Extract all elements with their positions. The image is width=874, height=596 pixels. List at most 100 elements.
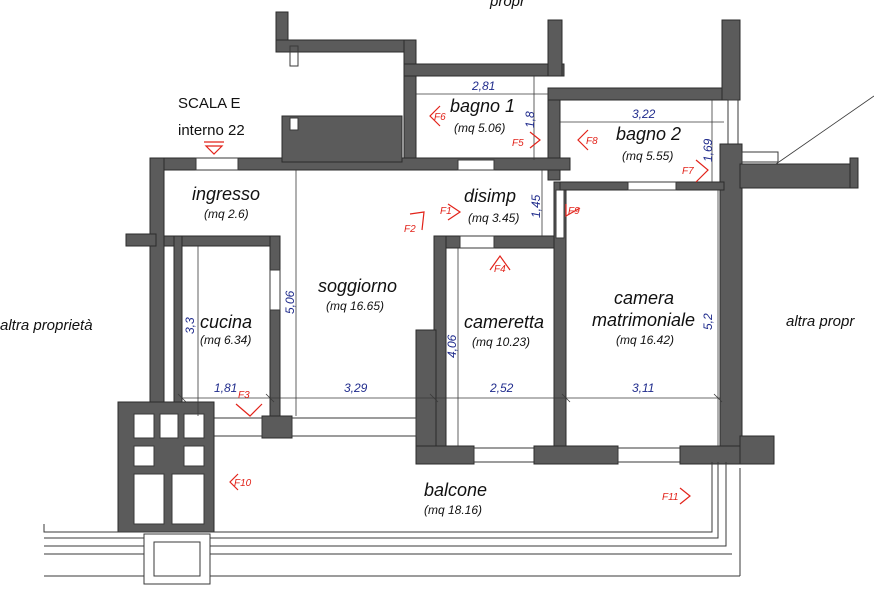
upper-walls: [275, 11, 859, 465]
bagno1-door: [457, 159, 495, 171]
photo-label-f1: F1: [440, 206, 452, 217]
balcony-column-inner: [153, 541, 201, 577]
photo-marker-f1: F1: [440, 203, 462, 221]
camera-window: [617, 447, 681, 463]
room-cameretta-area: (mq 10.23): [472, 335, 530, 349]
facade-segment-2: [533, 445, 619, 465]
soggiorno-window: [291, 417, 417, 437]
room-cucina-area: (mq 6.34): [200, 333, 251, 347]
bagno2-wall-top: [547, 87, 739, 101]
cucina-wall-left: [173, 235, 183, 417]
flue-1: [133, 413, 155, 439]
photo-label-f10: F10: [234, 478, 252, 489]
room-bagno1-name: bagno 1: [450, 96, 515, 116]
unit-number: interno 22: [178, 122, 245, 139]
bagno2-window: [727, 99, 739, 145]
dimension-lines: [177, 76, 724, 446]
staircase-name: SCALA E: [178, 95, 241, 112]
flue-2: [159, 413, 179, 439]
room-cucina-name: cucina: [200, 312, 252, 332]
dim-disimp-depth: 1,45: [529, 194, 543, 218]
dim-bagno2-width: 3,22: [632, 107, 656, 121]
room-disimp-area: (mq 3.45): [468, 211, 519, 225]
dim-cameretta-width: 2,52: [489, 381, 514, 395]
outer-wall-right: [719, 143, 743, 465]
entrance-door: [195, 157, 239, 171]
photo-label-f6: F6: [434, 112, 446, 123]
dim-bagno1-depth: 1,8: [523, 111, 537, 128]
room-ingresso-area: (mq 2.6): [204, 207, 249, 221]
facade-pillar-0: [261, 415, 293, 439]
room-camera-area: (mq 16.42): [616, 333, 674, 347]
tick: [265, 393, 275, 403]
photo-label-f4: F4: [494, 264, 506, 275]
landing-post: [289, 117, 299, 131]
room-cameretta-name: cameretta: [464, 312, 544, 332]
tick: [561, 393, 571, 403]
balcony-railing: [43, 462, 741, 585]
dim-cucina-depth: 3,3: [183, 317, 197, 334]
tick: [177, 393, 187, 403]
neighbor-left: altra proprietà: [0, 317, 93, 334]
west-stub: [125, 233, 157, 247]
room-bagno2-area: (mq 5.55): [622, 149, 673, 163]
room-soggiorno-name: soggiorno: [318, 276, 397, 296]
stair-landing-block: [281, 115, 403, 163]
photo-label-f9: F9: [568, 206, 580, 217]
facade-segment-1: [415, 445, 475, 465]
bagno1-wall-left: [403, 39, 417, 171]
room-bagno2-name: bagno 2: [616, 124, 681, 144]
flue-7: [171, 473, 205, 525]
photo-marker-f7: F7: [682, 159, 709, 183]
room-camera-name-line2: matrimoniale: [592, 310, 695, 330]
facade-right-end: [739, 435, 775, 465]
tick: [713, 393, 723, 403]
rail-1: [43, 462, 713, 533]
facade-segment-3: [679, 445, 741, 465]
dim-cameretta-depth: 4,06: [445, 334, 459, 358]
neighbor-right: altra propr: [786, 313, 855, 330]
dim-camera-depth: 5,2: [701, 313, 715, 330]
photo-label-f8: F8: [586, 136, 598, 147]
photo-label-f5: F5: [512, 138, 524, 149]
room-disimp-name: disimp: [464, 186, 516, 206]
bagno2-door: [627, 181, 677, 191]
photo-marker-f3: F3: [235, 390, 263, 417]
flue-3: [183, 413, 205, 439]
room-bagno1-area: (mq 5.06): [454, 121, 505, 135]
room-camera-name-line1: camera: [614, 288, 674, 308]
photo-label-f3: F3: [238, 390, 250, 401]
room-soggiorno-area: (mq 16.65): [326, 299, 384, 313]
room-balcone-area: (mq 18.16): [424, 503, 482, 517]
room-balcone-name: balcone: [424, 480, 487, 500]
right-stub-end: [849, 157, 859, 189]
right-stub-wall: [739, 163, 851, 189]
photo-marker-f10: F10: [229, 473, 252, 491]
dim-soggiorno-width: 3,29: [344, 381, 368, 395]
photo-label-f7: F7: [682, 166, 694, 177]
dim-soggiorno-depth: 5,06: [283, 290, 297, 314]
photo-marker-f2: F2: [404, 211, 425, 235]
bagno1-wall-top: [403, 63, 565, 77]
cucina-wall-right: [269, 235, 281, 417]
cucina-window: [209, 417, 263, 437]
photo-marker-f4: F4: [489, 254, 511, 275]
photo-label-f2: F2: [404, 224, 416, 235]
dim-bagno1-width: 2,81: [471, 79, 495, 93]
rail-3: [44, 462, 727, 547]
neighbor-top: propr: [489, 0, 526, 10]
flue-6: [133, 473, 165, 525]
stair-post: [289, 45, 299, 67]
photo-marker-f8: F8: [577, 129, 598, 151]
dim-bagno2-depth: 1,69: [701, 138, 715, 162]
photo-marker-f11: F11: [662, 487, 691, 505]
rail-2: [44, 462, 719, 539]
photo-marker-f5: F5: [512, 131, 541, 149]
cameretta-window: [473, 447, 535, 463]
entrance-arrow: [204, 141, 224, 155]
flue-4: [133, 445, 155, 467]
room-ingresso-name: ingresso: [192, 184, 260, 204]
south-facade: [209, 329, 775, 465]
